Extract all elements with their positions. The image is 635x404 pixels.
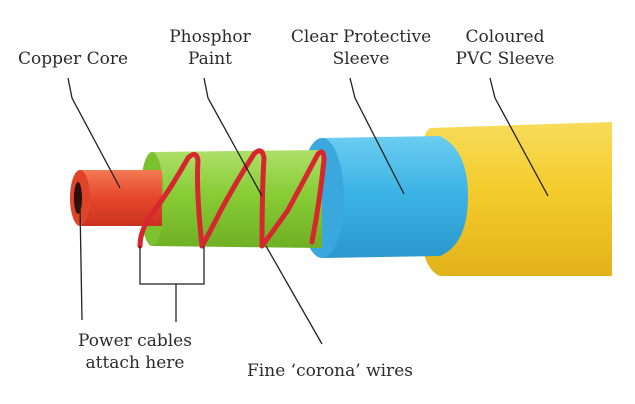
label-clear-protective-sleeve: Clear Protective Sleeve bbox=[290, 27, 432, 69]
label-copper-core: Copper Core bbox=[17, 49, 129, 69]
leader-core-end bbox=[79, 205, 83, 321]
leader-copper-core bbox=[67, 77, 121, 189]
label-power-cables: Power cables attach here bbox=[78, 331, 192, 373]
label-corona-wires: Fine ‘corona’ wires bbox=[247, 361, 413, 381]
label-phosphor-paint: Phosphor Paint bbox=[169, 27, 251, 69]
leader-clear-sleeve bbox=[349, 77, 405, 195]
bracket-power-cables bbox=[139, 246, 205, 285]
leader-lines bbox=[67, 77, 549, 345]
leader-corona-wires bbox=[265, 245, 323, 345]
leader-pvc-sleeve bbox=[489, 77, 549, 197]
corona-wire bbox=[137, 148, 327, 249]
copper-core bbox=[70, 170, 162, 226]
label-coloured-pvc-sleeve: Coloured PVC Sleeve bbox=[455, 27, 555, 69]
pvc-sleeve bbox=[418, 122, 612, 276]
leader-phosphor-paint bbox=[203, 77, 263, 197]
